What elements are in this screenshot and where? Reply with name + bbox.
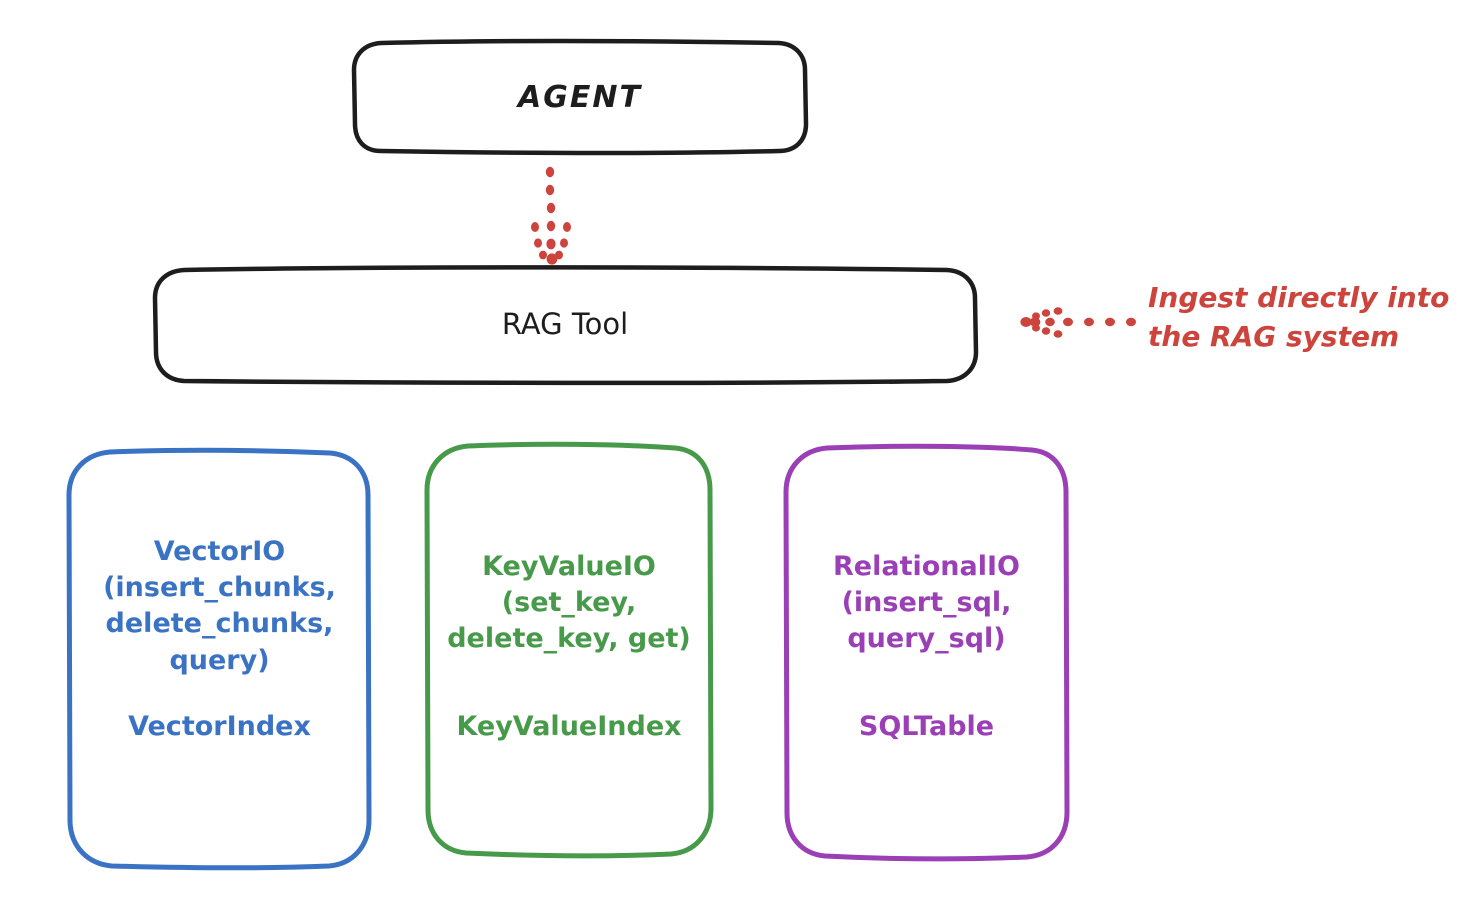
relational-io-api-label: RelationalIO (insert_sql, query_sql) (833, 551, 1020, 655)
ingest-annotation-text: Ingest directly into the RAG system (1148, 281, 1450, 354)
key-value-io-index-label: KeyValueIndex (456, 711, 682, 742)
ingest-annotation-arrow (1020, 307, 1136, 338)
relational-io-index-label: SQLTable (858, 711, 995, 742)
rag-tool-label: RAG Tool (501, 307, 629, 341)
agent-label: AGENT (518, 80, 642, 115)
key-value-io-api-label: KeyValueIO (set_key, delete_key, get) (447, 551, 691, 655)
vector-io-index-label: VectorIndex (128, 711, 311, 742)
vector-io-api-label: VectorIO (insert_chunks, delete_chunks, … (103, 536, 336, 676)
agent-to-rag-tool-arrow (531, 166, 571, 265)
